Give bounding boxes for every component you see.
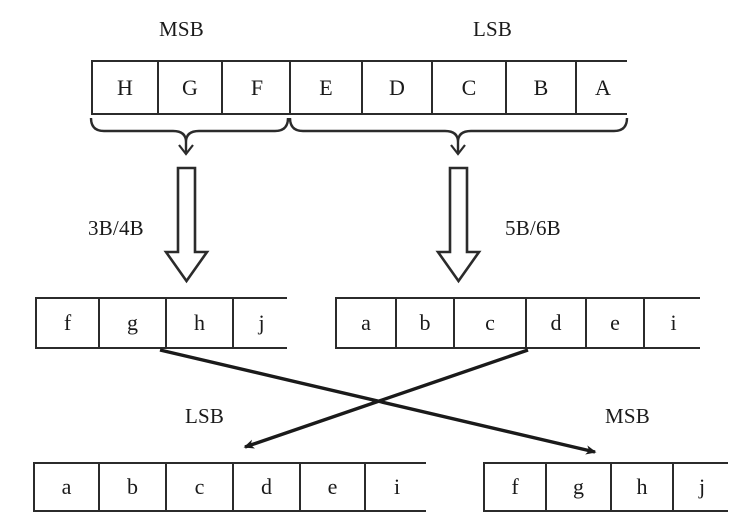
encoded-right-cell-b: b (397, 299, 455, 347)
input-lsb-cell-D: D (363, 62, 433, 113)
block-arrow-3b4b (163, 166, 210, 284)
brace-msb-group (89, 117, 290, 156)
encoded-right-cell-e: e (587, 299, 645, 347)
encoded-right-cell-i: i (645, 299, 702, 347)
label-bottom-msb: MSB (605, 404, 650, 428)
brace-lsb-group (288, 117, 629, 156)
encoded-right-cell-d: d (527, 299, 587, 347)
label-encoder-5b6b: 5B/6B (505, 216, 561, 240)
output-left-cell-c: c (167, 464, 234, 510)
output-right-cell-h: h (612, 464, 674, 510)
output-right-cell-g: g (547, 464, 612, 510)
output-right-cell-j: j (674, 464, 730, 510)
output-right-cell-f: f (485, 464, 547, 510)
label-top-msb: MSB (159, 17, 204, 41)
output-left-cell-e: e (301, 464, 366, 510)
input-msb-cell-H: H (93, 62, 159, 113)
input-lsb-cell-E: E (291, 62, 363, 113)
encoded-right-cell-c: c (455, 299, 527, 347)
label-top-lsb: LSB (473, 17, 513, 41)
crossover-arrow-to-left (243, 348, 529, 449)
output-left-cell-a: a (35, 464, 100, 510)
encoded-left-cell-g: g (100, 299, 167, 347)
encoded-left-cell-h: h (167, 299, 234, 347)
output-left-cell-b: b (100, 464, 167, 510)
block-arrow-5b6b (435, 166, 482, 284)
output-left-cell-d: d (234, 464, 301, 510)
label-bottom-lsb: LSB (185, 404, 225, 428)
input-lsb-cell-A: A (577, 62, 629, 113)
input-lsb-cell-B: B (507, 62, 577, 113)
input-msb-cell-F: F (223, 62, 291, 113)
output-left-cell-i: i (366, 464, 428, 510)
crossover-arrow-to-right (159, 348, 597, 455)
encoded-right-cell-a: a (337, 299, 397, 347)
encoded-left-cell-f: f (37, 299, 100, 347)
encoded-left-cell-j: j (234, 299, 289, 347)
input-msb-cell-G: G (159, 62, 223, 113)
label-encoder-3b4b: 3B/4B (88, 216, 144, 240)
input-lsb-cell-C: C (433, 62, 507, 113)
